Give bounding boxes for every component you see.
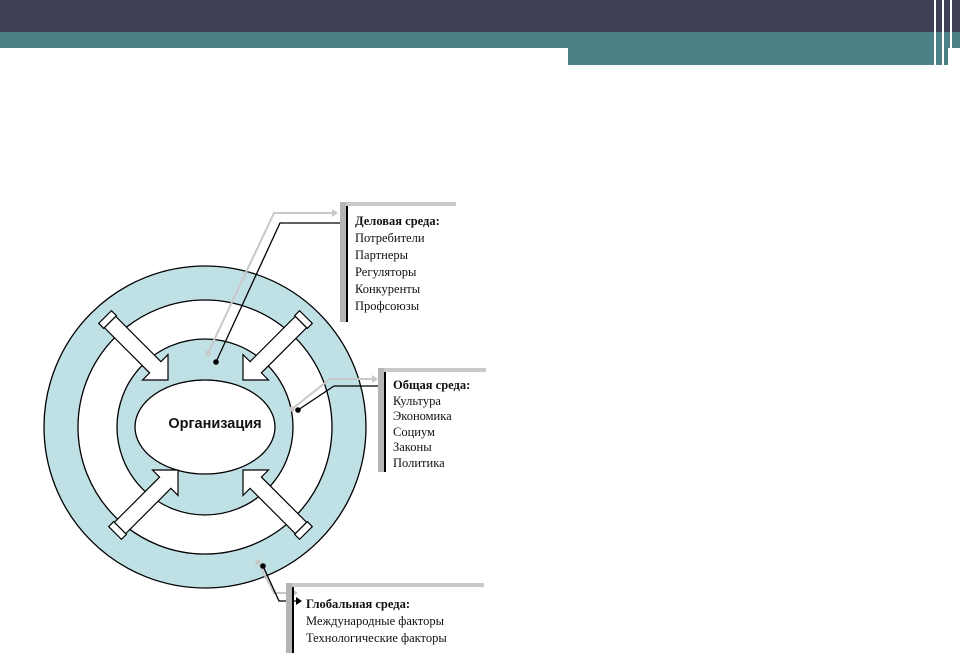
arrow-bottom-right [242, 469, 314, 541]
callout-item: Социум [393, 424, 435, 439]
connector-shadow-general [291, 378, 372, 410]
arrow-bottom-left [107, 469, 179, 541]
header-divider-line [934, 0, 936, 66]
callout-item: Политика [393, 455, 445, 470]
slide-accent-tab [568, 48, 948, 65]
callout-item: Профсоюзы [355, 299, 420, 313]
callout-item: Технологические факторы [306, 631, 447, 645]
callout-title: Деловая среда: [355, 214, 440, 228]
header-divider-line [950, 0, 952, 66]
callout-item: Регуляторы [355, 265, 417, 279]
callout-item: Партнеры [355, 248, 409, 262]
organization-label: Организация [168, 416, 262, 432]
arrow-top-right [242, 309, 314, 381]
connector-general [297, 385, 380, 411]
organization-ellipse [134, 379, 276, 475]
callout-item: Потребители [355, 231, 425, 245]
slide-header-bar [0, 0, 960, 32]
callout-title: Общая среда: [393, 378, 471, 392]
business-environment-callout: Деловая среда: Потребители Партнеры Регу… [355, 213, 440, 315]
header-divider-line [942, 0, 944, 66]
callout-item: Культура [393, 393, 441, 408]
callout-general-frame [378, 368, 486, 472]
callout-business-frame [340, 202, 456, 322]
slide-accent-band [0, 32, 960, 48]
callout-title: Глобальная среда: [306, 597, 410, 611]
general-environment-callout: Общая среда: Культура Экономика Социум З… [393, 378, 470, 471]
callout-item: Конкуренты [355, 282, 421, 296]
callout-global-frame [286, 583, 484, 653]
callout-item: Законы [393, 440, 432, 454]
connector-shadow-business [207, 212, 332, 354]
connector-business [215, 222, 340, 363]
global-environment-callout: Глобальная среда: Международные факторы … [306, 596, 447, 647]
callout-item: Международные факторы [306, 614, 444, 628]
arrow-top-left [97, 309, 169, 381]
callout-item: Экономика [393, 409, 452, 423]
